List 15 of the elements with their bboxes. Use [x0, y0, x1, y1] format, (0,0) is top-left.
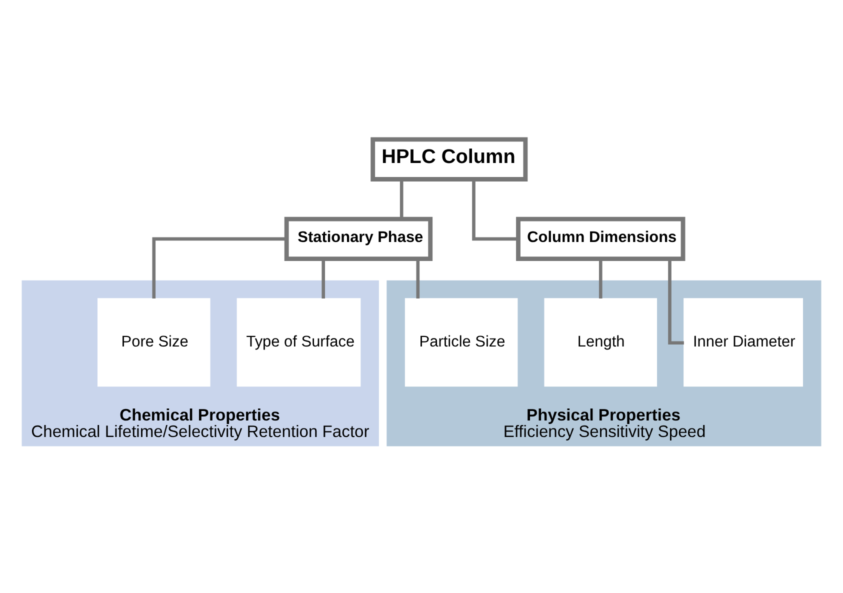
node-box: Pore Size	[98, 298, 210, 386]
node-box: Type of Surface	[236, 298, 361, 386]
connector	[416, 258, 420, 298]
connector	[472, 178, 518, 240]
connector	[322, 258, 326, 298]
connector	[152, 236, 286, 298]
connector	[598, 258, 602, 298]
node-box: Particle Size	[404, 298, 518, 386]
node-box: Column Dimensions	[516, 216, 686, 261]
connector	[400, 178, 404, 218]
node-box: Stationary Phase	[284, 216, 433, 261]
node-box: Inner Diameter	[684, 298, 803, 386]
connector	[668, 258, 684, 344]
node-box: Length	[544, 298, 658, 386]
node-box: HPLC Column	[370, 136, 528, 181]
